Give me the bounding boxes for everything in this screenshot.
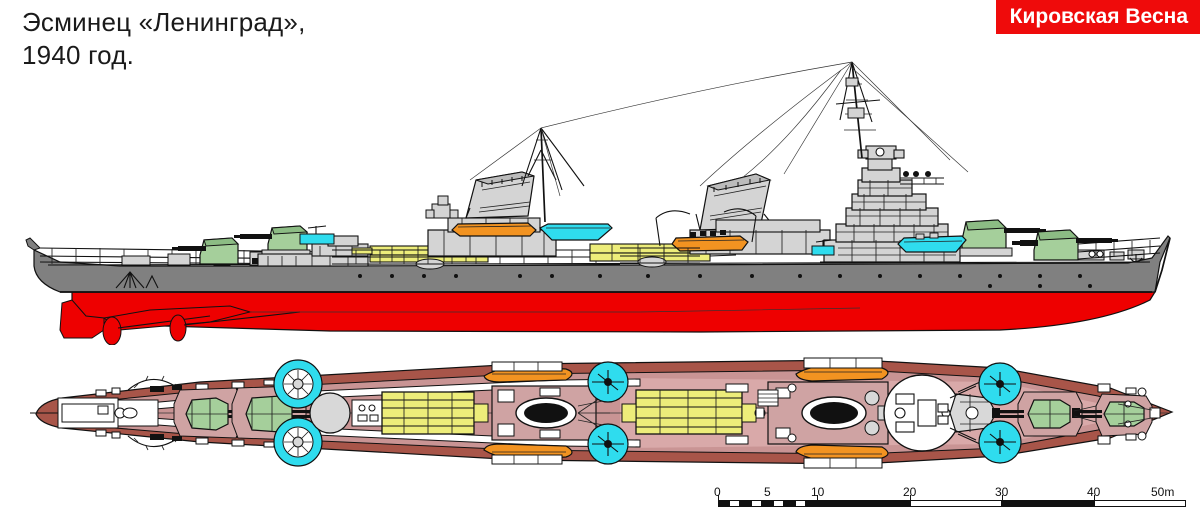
scale-label-20: 20 — [903, 485, 917, 499]
plan-aa-ring-aft-stbd — [273, 417, 323, 467]
scale-label-30: 30 — [995, 485, 1009, 499]
bridge-wing — [900, 171, 944, 185]
plan-forecastle-fittings — [1097, 383, 1161, 445]
propeller-aft — [102, 316, 122, 345]
scale-seg — [751, 500, 762, 507]
propeller-fwd — [169, 314, 187, 342]
scale-label-10: 10 — [811, 485, 825, 499]
main-mast — [835, 61, 881, 159]
plan-fwd-turret-2 — [992, 391, 1083, 437]
cutter-boat-forward — [897, 232, 967, 253]
searchlight-platform-aft — [425, 195, 459, 219]
scale-bar: 0 5 10 20 30 40 50m — [713, 485, 1186, 520]
aft-funnel-cap-detail — [481, 176, 523, 187]
motor-launch-aft — [451, 222, 537, 237]
scale-seg — [784, 500, 795, 507]
bridge-superstructure — [823, 145, 961, 263]
plan-lifeboat-fwd-stbd — [795, 444, 889, 469]
forecastle-railing — [1077, 237, 1161, 260]
anchor — [1129, 254, 1143, 263]
scale-seg — [817, 500, 910, 507]
stern-crest-emblem — [115, 271, 159, 289]
ship-plan-view — [30, 357, 1174, 469]
plan-bridge-detail — [894, 393, 951, 433]
plan-depth-charge-racks — [150, 385, 182, 441]
plan-deck-fittings-forward — [755, 383, 797, 443]
plan-aa-mount-mid-port — [587, 361, 629, 403]
scale-tick — [718, 495, 719, 501]
scale-tick — [817, 495, 818, 501]
scale-seg — [795, 500, 806, 507]
scale-label-50m: 50m — [1151, 485, 1175, 499]
scale-label-40: 40 — [1087, 485, 1101, 499]
bow-stem — [1154, 237, 1171, 293]
plan-lifeboat-aft-stbd — [483, 443, 573, 465]
scale-label-0: 0 — [714, 485, 721, 499]
plan-aft-deckhouse — [309, 392, 351, 434]
scale-label-5: 5 — [764, 485, 771, 499]
stern-tip — [25, 237, 41, 251]
plan-aft-funnel-stays — [577, 393, 610, 433]
shaft-line-fwd — [183, 311, 301, 326]
scale-seg — [910, 500, 1002, 507]
plan-aft-deckhouse-detail — [351, 399, 383, 427]
hull-keel-line — [250, 307, 861, 313]
forward-turret-2 — [959, 219, 1046, 257]
scale-tick — [910, 495, 911, 501]
forward-turret-1-barrel — [1076, 238, 1112, 243]
plan-aa-ring-fwd-port — [978, 362, 1022, 406]
scale-seg — [1002, 500, 1094, 507]
page-title: Эсминец «Ленинград», 1940 год. — [22, 7, 306, 70]
plan-torpedo-bank-aft — [381, 391, 489, 435]
radio-antenna-wires — [469, 61, 969, 197]
plan-bridge-wings — [949, 381, 981, 445]
plan-aa-ring-fwd-stbd — [978, 420, 1022, 464]
plan-fwd-turret-1 — [1072, 393, 1153, 437]
forward-turret-1 — [1012, 229, 1118, 261]
plan-fwd-turret-2-barrels — [1000, 410, 1024, 413]
aa-mount-midships — [811, 239, 835, 256]
aft-turret-1 — [172, 237, 240, 265]
aft-funnel — [465, 171, 535, 219]
scale-seg — [740, 500, 751, 507]
plan-aa-mount-mid-stbd — [587, 423, 629, 465]
plan-lifeboat-aft-port — [483, 361, 573, 383]
scale-seg — [762, 500, 773, 507]
plan-anchor-chains — [1073, 403, 1153, 425]
aft-mast — [521, 127, 585, 223]
scale-tick — [1002, 495, 1003, 501]
forward-turret-2-barrel — [1004, 228, 1040, 233]
plan-ladder — [757, 389, 779, 407]
plan-aft-turret-2-barrels — [292, 410, 320, 413]
scale-seg — [773, 500, 784, 507]
cutter-boat-aft — [538, 223, 613, 241]
shaft-line-aft — [117, 315, 211, 329]
forward-funnel-cap-detail — [713, 178, 761, 192]
aft-turret-2 — [234, 225, 311, 259]
watermark-badge: Кировская Весна — [995, 0, 1200, 34]
aft-turret-2-barrel — [240, 234, 272, 239]
scale-seg — [806, 500, 817, 507]
scale-tick — [1094, 495, 1095, 501]
plan-fwd-turret-1-barrels — [1080, 410, 1102, 413]
scale-seg — [729, 500, 740, 507]
plan-torpedo-bank-midships — [621, 389, 757, 435]
plan-lifeboat-fwd-port — [795, 357, 889, 382]
scale-seg — [718, 500, 729, 507]
aft-turret-1-barrel — [178, 246, 206, 251]
aa-gun-aft — [299, 225, 335, 245]
rangefinder-director — [857, 145, 905, 160]
scale-seg — [1094, 500, 1186, 507]
motor-launch-forward — [671, 230, 749, 252]
rudder — [59, 299, 105, 339]
ship-profile-view — [25, 61, 1171, 345]
porthole-row — [358, 274, 1092, 288]
plan-aa-ring-aft-port — [273, 359, 323, 409]
boat-davits — [655, 208, 757, 247]
forward-funnel — [695, 173, 773, 231]
